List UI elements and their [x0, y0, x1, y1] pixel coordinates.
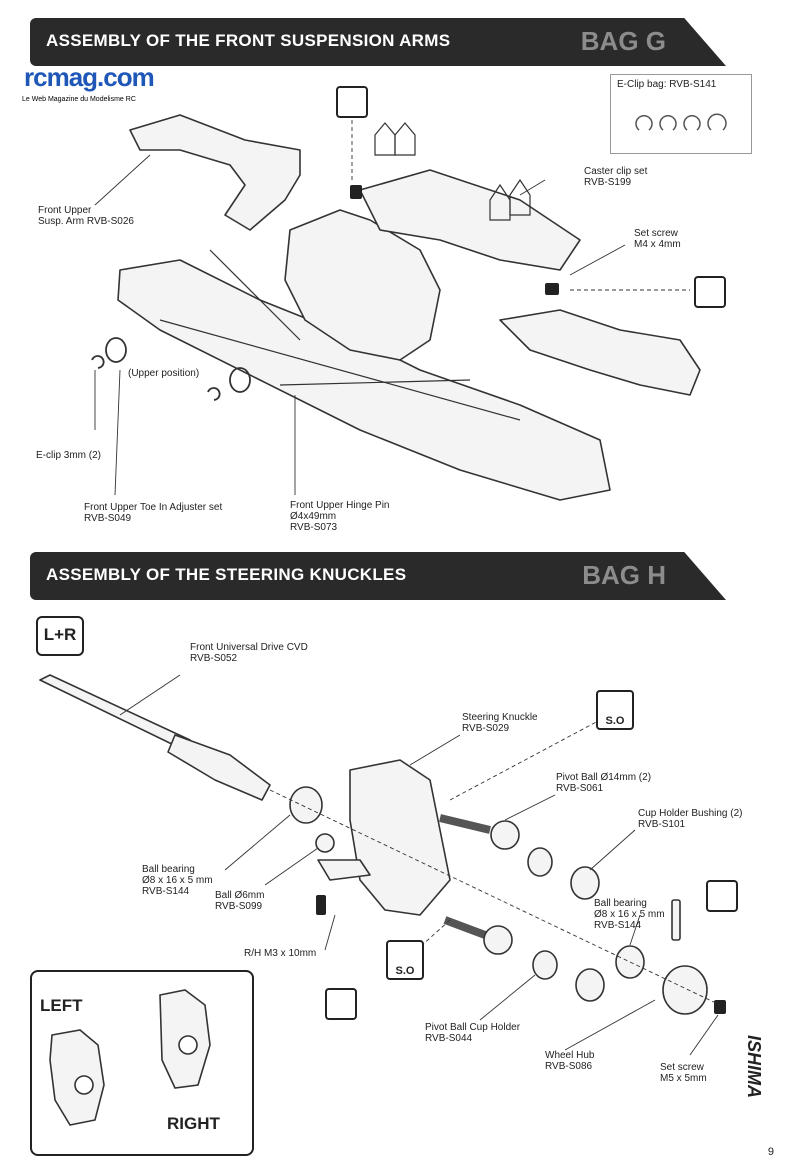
label-right: RIGHT — [167, 1114, 220, 1133]
label-ball-bearing-right: Ball bearing Ø8 x 16 x 5 mm RVB-S144 — [594, 898, 665, 931]
label-cup-bushing: Cup Holder Bushing (2) RVB-S101 — [638, 808, 743, 830]
oil-icon: S.O — [386, 940, 424, 980]
label-caster-clip: Caster clip set RVB-S199 — [584, 166, 648, 188]
label-pivot-ball: Pivot Ball Ø14mm (2) RVB-S061 — [556, 772, 652, 794]
bag-label: BAG H — [582, 560, 666, 590]
label-eclip: E-clip 3mm (2) — [36, 450, 102, 461]
left-right-badge: L+R — [36, 616, 84, 656]
hex-driver-icon — [336, 86, 368, 118]
logo-tagline: Le Web Magazine du Modelisme RC — [22, 96, 136, 103]
left-right-knuckle-box: LEFT RIGHT — [30, 970, 254, 1156]
front-suspension-diagram — [91, 114, 701, 501]
label-steering-knuckle: Steering Knuckle RVB-S029 — [462, 712, 538, 734]
ishima-side-logo: ISHIMA — [744, 1035, 764, 1098]
label-left: LEFT — [40, 996, 83, 1015]
eclip-illustration — [635, 113, 727, 131]
label-ball-bearing-left: Ball bearing Ø8 x 16 x 5 mm RVB-S144 — [142, 864, 213, 897]
bag-label: BAG G — [580, 26, 666, 56]
label-front-upper-arm: Front Upper Susp. Arm RVB-S026 — [38, 205, 134, 227]
hex-driver-icon — [694, 276, 726, 308]
label-cup-holder: Pivot Ball Cup Holder RVB-S044 — [425, 1022, 521, 1044]
label-set-screw-m4: Set screw M4 x 4mm — [634, 228, 681, 250]
section-title: ASSEMBLY OF THE STEERING KNUCKLES — [46, 565, 407, 584]
page-number: 9 — [767, 1146, 774, 1158]
label-set-screw-m5: Set screw M5 x 5mm — [660, 1062, 707, 1084]
oil-icon: S.O — [596, 690, 634, 730]
label-cvd: Front Universal Drive CVD RVB-S052 — [190, 642, 308, 664]
label-screw-rh: R/H M3 x 10mm — [244, 948, 317, 959]
eclip-bag-box: E-Clip bag: RVB-S141 — [610, 74, 752, 154]
hex-driver-icon — [325, 988, 357, 1020]
hex-driver-icon — [706, 880, 738, 912]
label-ball-6mm: Ball Ø6mm RVB-S099 — [215, 890, 265, 912]
label-wheel-hub: Wheel Hub RVB-S086 — [545, 1050, 595, 1072]
label-toe-adjuster: Front Upper Toe In Adjuster set RVB-S049 — [84, 502, 223, 524]
logo-brand: rcmag.com — [24, 62, 155, 92]
label-upper-position: (Upper position) — [128, 368, 200, 379]
section-banner-steering-knuckles: ASSEMBLY OF THE STEERING KNUCKLES BAG H — [30, 552, 726, 600]
section-title: ASSEMBLY OF THE FRONT SUSPENSION ARMS — [46, 31, 451, 50]
section-banner-front-suspension: ASSEMBLY OF THE FRONT SUSPENSION ARMS BA… — [30, 18, 726, 66]
eclip-bag-label: E-Clip bag: RVB-S141 — [617, 79, 717, 90]
label-hinge-pin: Front Upper Hinge Pin Ø4x49mm RVB-S073 — [290, 500, 390, 533]
rcmag-logo: rcmag.com Le Web Magazine du Modelisme R… — [20, 62, 172, 108]
